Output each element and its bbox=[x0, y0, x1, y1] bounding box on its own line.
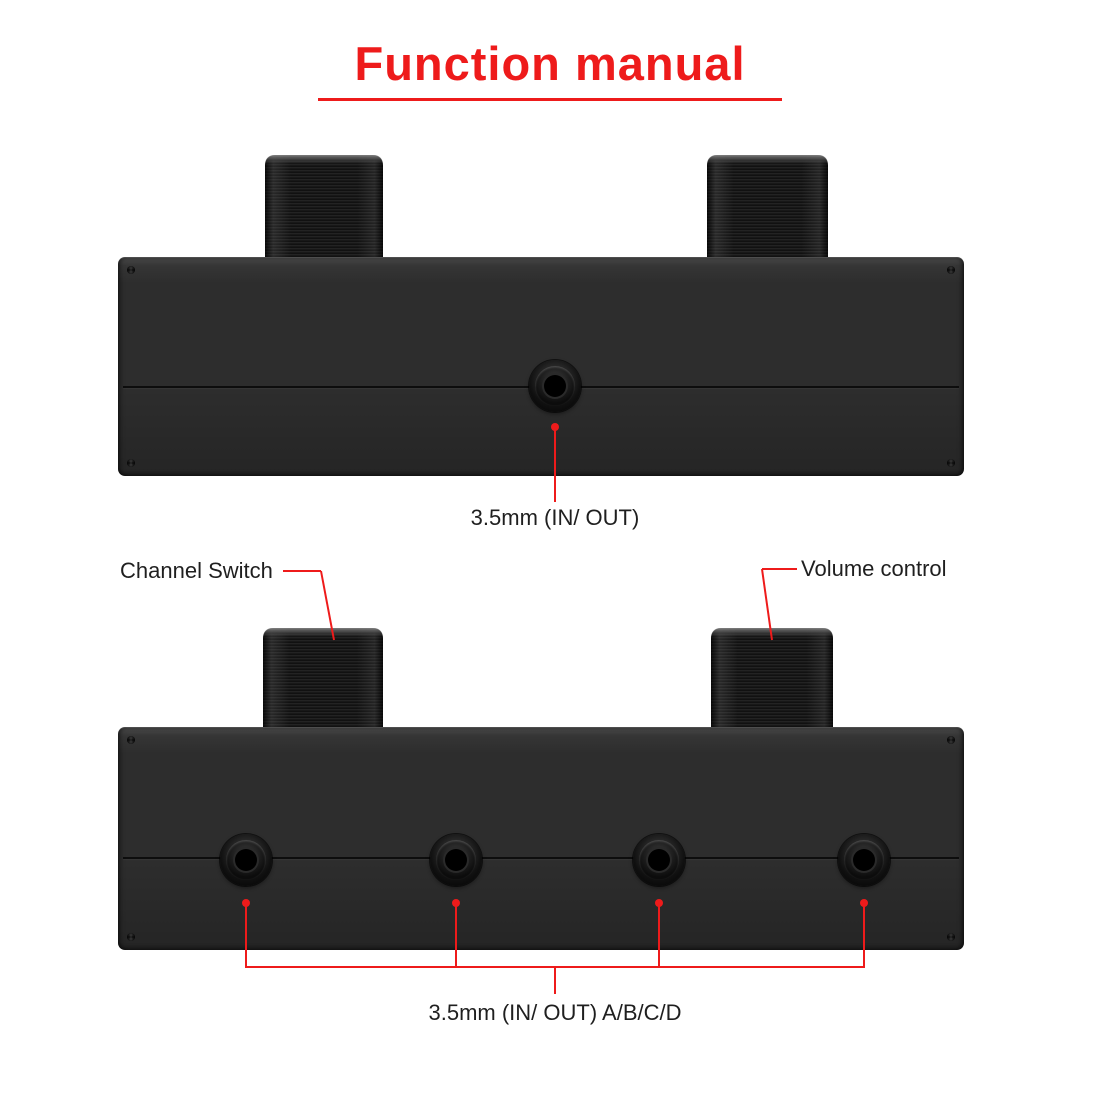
screw-icon bbox=[127, 266, 135, 274]
jacks-label: 3.5mm (IN/ OUT) A/B/C/D bbox=[428, 1000, 682, 1025]
device-chassis bbox=[118, 257, 964, 476]
device-chassis bbox=[118, 727, 964, 950]
jack-3-5mm-c bbox=[633, 834, 685, 886]
screw-icon bbox=[127, 933, 135, 941]
screw-icon bbox=[947, 736, 955, 744]
front-jack-label: 3.5mm (IN/ OUT) bbox=[470, 505, 640, 530]
page-title: Function manual bbox=[354, 37, 746, 90]
screw-icon bbox=[127, 736, 135, 744]
channel-switch-label: Channel Switch bbox=[120, 558, 273, 583]
screw-icon bbox=[127, 459, 135, 467]
panel-seam bbox=[123, 857, 959, 859]
screw-icon bbox=[947, 933, 955, 941]
volume-knob-icon bbox=[707, 155, 828, 267]
channel-switch-knob-icon bbox=[265, 155, 383, 267]
volume-knob-icon bbox=[711, 628, 833, 738]
screw-icon bbox=[947, 266, 955, 274]
volume-control-label: Volume control bbox=[801, 556, 947, 581]
screw-icon bbox=[947, 459, 955, 467]
jack-3-5mm-a bbox=[220, 834, 272, 886]
channel-switch-knob-icon bbox=[263, 628, 383, 738]
jack-3-5mm-center bbox=[529, 360, 581, 412]
jack-3-5mm-d bbox=[838, 834, 890, 886]
title-underline bbox=[318, 98, 782, 101]
jack-3-5mm-b bbox=[430, 834, 482, 886]
